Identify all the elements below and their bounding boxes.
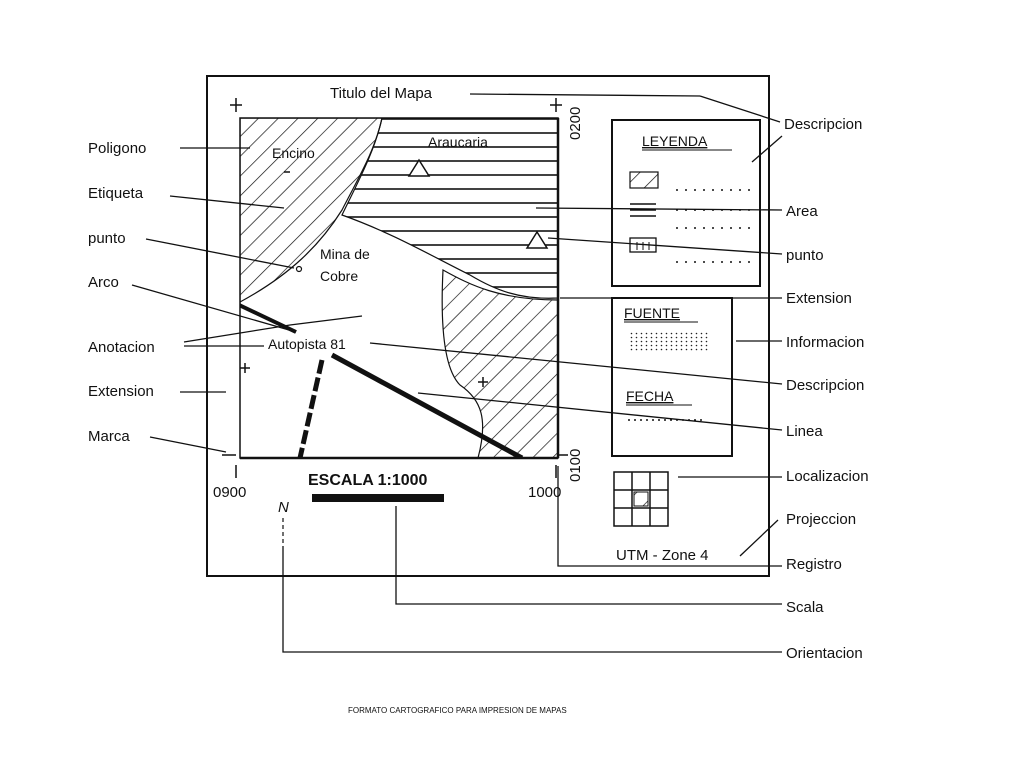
label-mina-line2: Cobre [320,268,358,284]
callout-projeccion: Projeccion [786,511,856,528]
point-symbol-icon [525,230,549,249]
callout-scala: Scala [786,599,824,616]
locator-grid [613,471,669,527]
source-text-placeholder [628,332,708,352]
coord-right-bottom: 1000 [528,484,561,501]
callout-anotacion: Anotacion [88,339,155,356]
callout-extension-right: Extension [786,290,852,307]
legend-area-swatch [629,171,659,189]
callout-descripcion-mid: Descripcion [786,377,864,394]
scale-bar [312,494,444,502]
callout-linea: Linea [786,423,823,440]
right-leaders [282,93,783,653]
callout-descripcion-top: Descripcion [784,116,862,133]
callout-area: Area [786,203,818,220]
araucaria-point-icon [407,158,431,177]
legend-box [611,119,761,287]
sheet-frame [206,75,770,577]
callout-informacion: Informacion [786,334,864,351]
callout-marca: Marca [88,428,130,445]
locator-highlight-cell [633,491,649,507]
araucaria-polygon [341,118,558,299]
source-title: FUENTE [624,305,680,321]
callout-orientacion: Orientacion [786,645,863,662]
highway-line [330,352,524,458]
mine-point-icon [295,265,303,273]
callout-punto-right: punto [786,247,824,264]
map-area [240,118,558,458]
coord-left-bottom: 0900 [213,484,246,501]
map-title: Titulo del Mapa [330,85,433,102]
coord-right-top: 0200 [567,107,584,140]
road-line [297,359,325,458]
lower-polygon [441,269,558,458]
label-encino: Encino [272,145,315,161]
callout-punto-left: punto [88,230,126,247]
callout-arco: Arco [88,274,119,291]
legend-title: LEYENDA [642,133,708,149]
callout-extension-left: Extension [88,383,154,400]
figure-caption: FORMATO CARTOGRAFICO PARA IMPRESION DE M… [348,706,567,715]
callout-etiqueta: Etiqueta [88,185,144,202]
projection-text: UTM - Zone 4 [616,547,709,564]
label-highway: Autopista 81 [268,336,346,352]
legend-line-swatch [630,203,656,217]
label-mina-line1: Mina de [320,246,370,262]
callout-localizacion: Localizacion [786,468,869,485]
north-label: N [278,499,289,516]
left-leaders [131,147,363,453]
callout-poligono: Poligono [88,140,146,157]
scale-label: ESCALA 1:1000 [308,472,428,489]
coord-right-mid: 0100 [567,449,584,482]
highway-segment [240,303,297,334]
label-araucaria: Araucaria [428,134,488,150]
registration-marks [222,98,568,478]
callout-registro: Registro [786,556,842,573]
date-title: FECHA [626,388,674,404]
